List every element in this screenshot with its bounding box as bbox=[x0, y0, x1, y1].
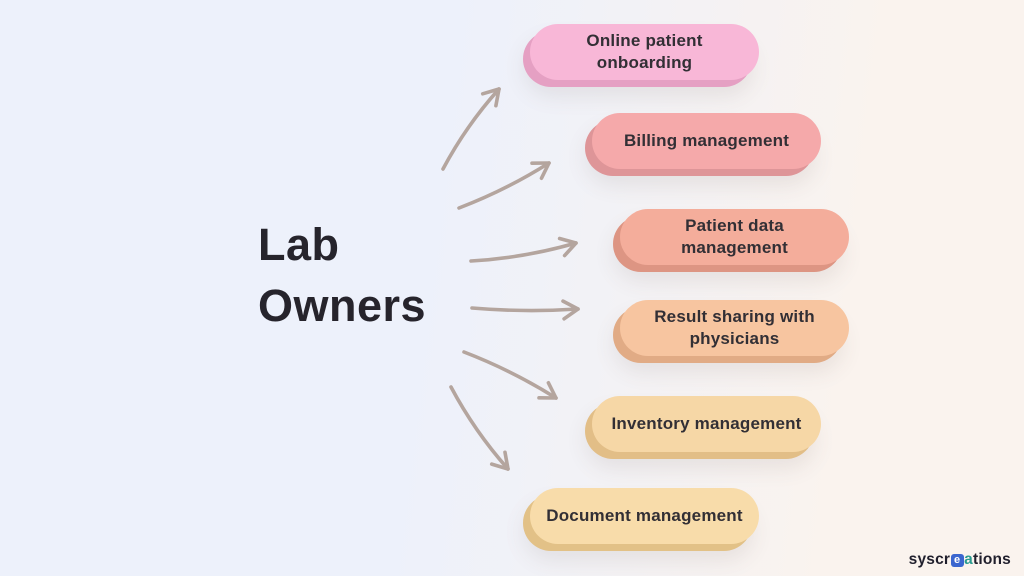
logo-e-mark: e bbox=[950, 553, 964, 567]
arrow bbox=[470, 299, 580, 321]
pill-online-patient-onboarding: Online patient onboarding bbox=[530, 24, 759, 80]
arrow bbox=[462, 350, 558, 400]
pill-result-sharing-with-physicians: Result sharing with physicians bbox=[620, 300, 849, 356]
syscreations-logo: syscr e a tions bbox=[909, 551, 1011, 569]
pill-label: Billing management bbox=[623, 131, 790, 150]
page-title: Lab Owners bbox=[258, 219, 427, 331]
pill-label: Online patient onboarding bbox=[586, 31, 703, 72]
pill-label: Result sharing with physicians bbox=[654, 307, 815, 348]
logo-text-post: tions bbox=[972, 551, 1011, 568]
arrow bbox=[457, 161, 551, 210]
pill-billing-management: Billing management bbox=[592, 113, 821, 169]
arrow bbox=[449, 385, 510, 471]
pill-patient-data-management: Patient data management bbox=[620, 209, 849, 265]
arrow bbox=[469, 236, 578, 263]
pill-label: Document management bbox=[546, 506, 743, 525]
pill-label: Patient data management bbox=[681, 216, 788, 257]
pill-inventory-management: Inventory management bbox=[592, 396, 821, 452]
pill-label: Inventory management bbox=[611, 414, 802, 433]
pill-document-management: Document management bbox=[530, 488, 759, 544]
arrow bbox=[441, 87, 501, 171]
logo-text-pre: syscr bbox=[908, 551, 951, 568]
logo-a-mark: a bbox=[964, 551, 973, 568]
